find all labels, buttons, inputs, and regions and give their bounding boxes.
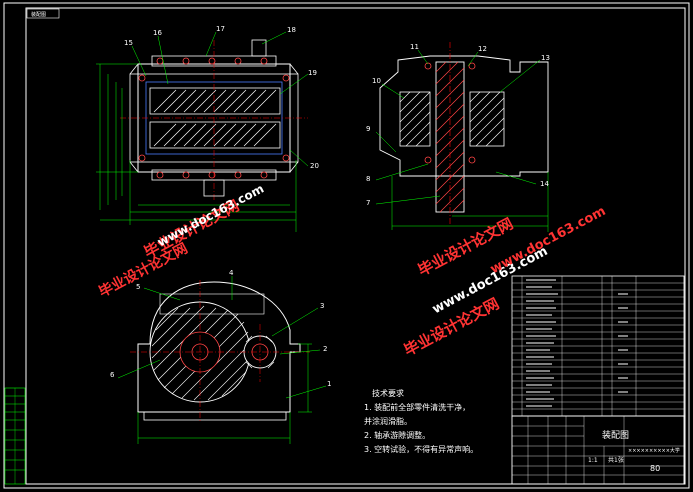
callout-3: 3 [320, 302, 325, 310]
callout-7: 7 [366, 199, 371, 207]
callout-6: 6 [110, 371, 115, 379]
callout-10: 10 [372, 77, 381, 85]
corner-tag-box [26, 8, 60, 19]
title-block [511, 415, 685, 485]
callout-17: 17 [216, 25, 225, 33]
left-strip [4, 387, 26, 485]
callout-20: 20 [310, 162, 319, 170]
callout-1: 1 [327, 380, 332, 388]
callout-16: 16 [153, 29, 162, 37]
notes-line-3: 3. 空转试验，不得有异常声响。 [364, 445, 479, 454]
callout-2: 2 [323, 345, 328, 353]
notes-line-1b: 并涂润滑脂。 [364, 417, 412, 426]
callout-12: 12 [478, 45, 487, 53]
callout-13: 13 [541, 54, 550, 62]
sheet-label: 共1张 [608, 457, 624, 464]
elevation-view [117, 276, 327, 444]
callout-11: 11 [410, 43, 419, 51]
drawing-name: 装配图 [602, 431, 630, 441]
drawing-number: 80 [650, 464, 661, 473]
callout-5: 5 [136, 283, 141, 291]
callout-18: 18 [287, 26, 296, 34]
plan-view [96, 31, 309, 232]
scale-label: 1:1 [588, 457, 598, 464]
callout-15: 15 [124, 39, 133, 47]
callout-14: 14 [540, 180, 549, 188]
callout-19: 19 [308, 69, 317, 77]
outer-frame [3, 2, 690, 489]
callout-4: 4 [229, 269, 234, 277]
parts-list [511, 275, 685, 417]
notes-line-1: 1. 装配前全部零件清洗干净， [364, 403, 471, 412]
inner-frame [25, 7, 686, 485]
notes-line-2: 2. 轴承游隙调整。 [364, 431, 431, 440]
section-view [375, 42, 549, 232]
school-label: ××××××××××大学 [628, 448, 680, 454]
callout-8: 8 [366, 175, 371, 183]
callout-9: 9 [366, 125, 371, 133]
notes-title: 技术要求 [372, 389, 404, 398]
corner-tag: 装配图 [31, 11, 46, 18]
